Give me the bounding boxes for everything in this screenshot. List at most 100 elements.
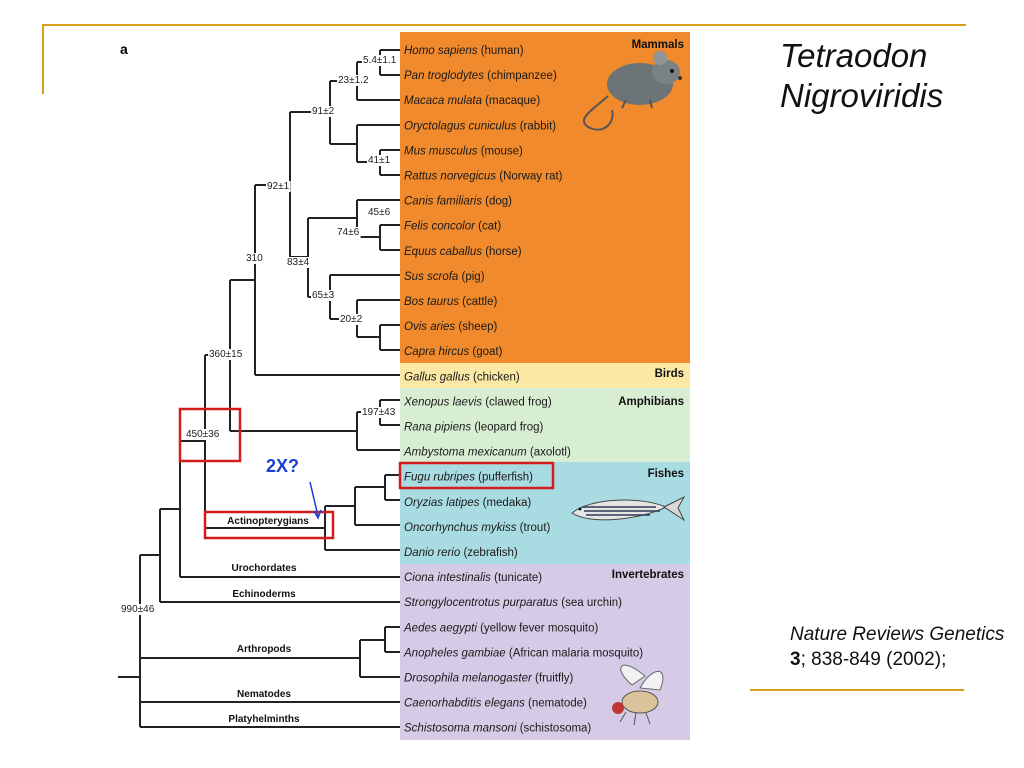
- species-common-name: (cattle): [459, 296, 498, 308]
- branch-label-arthropods: Arthropods: [237, 644, 292, 655]
- species-label: Aedes aegypti (yellow fever mosquito): [403, 622, 598, 634]
- node-label-halo: [361, 407, 397, 418]
- species-latin-name: Fugu rubripes: [404, 472, 475, 484]
- species-label: Bos taurus (cattle): [404, 296, 497, 308]
- species-latin-name: Rattus norvegicus: [404, 171, 496, 183]
- node-label-tetrapods: 360±15: [209, 349, 243, 360]
- node-label-halo: [367, 207, 392, 218]
- species-common-name: (fruitfly): [532, 673, 574, 685]
- node-label-carnivores-horse: 74±6: [337, 227, 360, 238]
- mouse-illustration: [582, 51, 682, 131]
- species-common-name: (leopard frog): [471, 422, 543, 434]
- title-line-2: Nigroviridis: [780, 77, 944, 114]
- species-latin-name: Xenopus laevis: [403, 396, 482, 408]
- species-label: Gallus gallus (chicken): [404, 371, 520, 383]
- species-common-name: (chicken): [470, 371, 520, 383]
- species-label: Ciona intestinalis (tunicate): [404, 572, 542, 584]
- species-common-name: (medaka): [479, 497, 531, 509]
- species-latin-name: Strongylocentrotus purparatus: [404, 597, 558, 609]
- node-labels: 5.4±1.1 23±1.2 91±2 41±1 92±1 45±6 74±6 …: [120, 55, 398, 615]
- species-label: Oryctolagus cuniculus (rabbit): [404, 120, 556, 132]
- branch-label-nematodes: Nematodes: [237, 689, 291, 700]
- species-common-name: (nematode): [525, 698, 587, 710]
- species-latin-name: Rana pipiens: [404, 422, 471, 434]
- species-label: Ovis aries (sheep): [404, 321, 497, 333]
- node-label-halo: [286, 257, 311, 268]
- node-label-frogs: 197±43: [362, 407, 396, 418]
- species-latin-name: Aedes aegypti: [403, 622, 477, 634]
- species-latin-name: Bos taurus: [404, 296, 459, 308]
- group-label-invertebrates: Invertebrates: [612, 569, 684, 581]
- species-latin-name: Oryzias latipes: [404, 497, 480, 509]
- species-label: Caenorhabditis elegans (nematode): [404, 698, 587, 710]
- node-label-bilateria: 990±46: [121, 604, 155, 615]
- panel-letter: a: [120, 41, 128, 57]
- species-common-name: (axolotl): [527, 447, 571, 459]
- node-label-cat-horse: 45±6: [368, 207, 391, 218]
- species-label: Mus musculus (mouse): [404, 145, 523, 157]
- species-latin-name: Sus scrofa: [404, 271, 458, 283]
- species-label: Oryzias latipes (medaka): [404, 497, 531, 509]
- species-latin-name: Mus musculus: [404, 145, 478, 157]
- slide-title: Tetraodon Nigroviridis: [780, 36, 943, 116]
- annotation-arrow: [309, 481, 319, 517]
- duplication-annotation: 2X?: [266, 456, 299, 476]
- node-label-halo: [185, 429, 221, 440]
- species-labels: Homo sapiens (human)Pan troglodytes (chi…: [403, 45, 643, 735]
- citation-journal: Nature Reviews Genetics: [790, 624, 1005, 645]
- species-latin-name: Ciona intestinalis: [404, 572, 491, 584]
- species-label: Felis concolor (cat): [404, 221, 501, 233]
- species-latin-name: Macaca mulata: [404, 95, 482, 107]
- species-latin-name: Ovis aries: [404, 321, 455, 333]
- bottom-rule: [750, 689, 964, 691]
- node-label-euarchontoglires: 91±2: [312, 106, 335, 117]
- group-label-fishes: Fishes: [648, 468, 684, 480]
- species-label: Drosophila melanogaster (fruitfly): [404, 673, 574, 685]
- species-common-name: (yellow fever mosquito): [477, 622, 599, 634]
- citation-volume: 3: [790, 649, 801, 670]
- species-common-name: (pufferfish): [475, 472, 533, 484]
- tree-branches: [118, 49, 400, 728]
- species-latin-name: Ambystoma mexicanum: [403, 447, 527, 459]
- species-latin-name: Canis familiaris: [404, 196, 482, 208]
- title-line-1: Tetraodon: [780, 37, 928, 74]
- node-label-halo: [337, 75, 370, 86]
- group-label-birds: Birds: [655, 368, 684, 380]
- species-common-name: (tunicate): [491, 572, 542, 584]
- amphibians-panel: [400, 388, 690, 462]
- branch-labels: Actinopterygians Urochordates Echinoderm…: [227, 516, 309, 725]
- species-label: Capra hircus (goat): [404, 346, 503, 358]
- species-common-name: (rabbit): [517, 120, 557, 132]
- species-label: Equus caballus (horse): [404, 246, 522, 258]
- species-common-name: (pig): [458, 271, 484, 283]
- birds-panel: [400, 363, 690, 388]
- species-label: Ambystoma mexicanum (axolotl): [403, 447, 571, 459]
- branch-label-echinoderms: Echinoderms: [232, 589, 296, 600]
- left-accent-bar: [42, 24, 44, 94]
- species-latin-name: Schistosoma mansoni: [404, 723, 517, 735]
- species-latin-name: Danio rerio: [404, 547, 461, 559]
- species-common-name: (human): [478, 45, 524, 57]
- species-common-name: (dog): [482, 196, 512, 208]
- node-label-halo: [311, 290, 336, 301]
- species-label: Anopheles gambiae (African malaria mosqu…: [403, 647, 643, 659]
- branch-label-platyhelminths: Platyhelminths: [228, 714, 300, 725]
- fruitfly-illustration: [612, 664, 664, 726]
- highlight-actinopterygians: [203, 510, 335, 540]
- species-label: Canis familiaris (dog): [404, 196, 512, 208]
- species-label: Sus scrofa (pig): [404, 271, 485, 283]
- citation-pages: ; 838-849 (2002);: [800, 649, 947, 670]
- annotation-arrowhead: [313, 509, 322, 520]
- species-common-name: (sheep): [455, 321, 497, 333]
- group-label-amphibians: Amphibians: [618, 396, 684, 408]
- species-latin-name: Capra hircus: [404, 346, 469, 358]
- species-common-name: (Norway rat): [496, 171, 563, 183]
- node-label-halo: [266, 181, 291, 192]
- species-latin-name: Oncorhynchus mykiss: [404, 522, 517, 534]
- species-common-name: (mouse): [478, 145, 524, 157]
- node-label-human-chimp: 5.4±1.1: [363, 55, 397, 66]
- zebrafish-illustration: [571, 495, 686, 522]
- species-common-name: (goat): [469, 346, 502, 358]
- species-label: Xenopus laevis (clawed frog): [403, 396, 552, 408]
- node-label-amniotes: 310: [246, 253, 263, 264]
